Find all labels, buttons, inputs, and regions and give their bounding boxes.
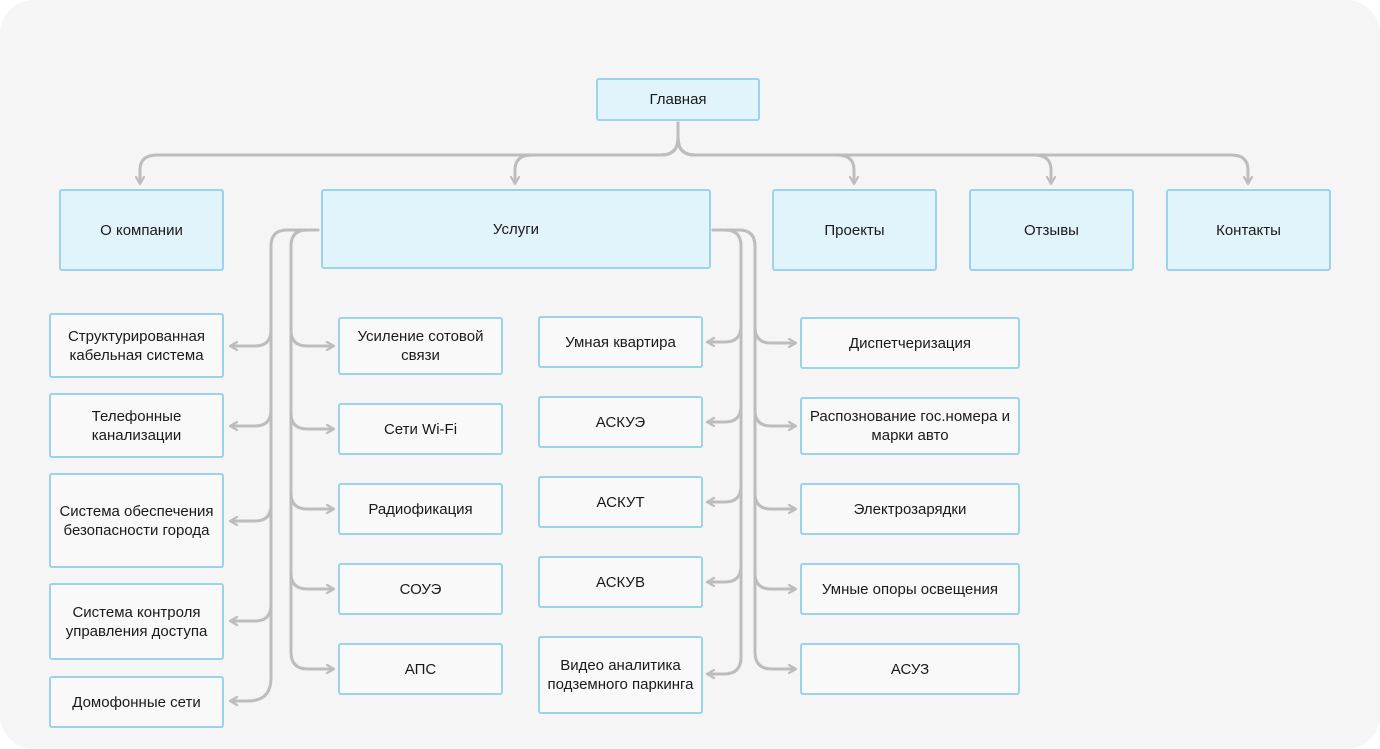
link-col4-3 [753,491,795,509]
node-service-col2-3[interactable]: Радиофикация [338,483,503,535]
link-col4-4 [753,571,795,589]
node-company[interactable]: О компании [59,189,224,271]
node-root[interactable]: Главная [596,78,760,121]
node-service-col1-5[interactable]: Домофонные сети [49,676,224,728]
node-service-col1-2[interactable]: Телефонные канализации [49,393,224,458]
link-col4-1 [753,325,795,343]
node-service-col2-5[interactable]: АПС [338,643,503,695]
link-col1-trunk [269,228,320,680]
node-service-col2-2[interactable]: Сети Wi-Fi [338,403,503,455]
link-root-contacts [676,121,1248,183]
node-contacts[interactable]: Контакты [1166,189,1331,271]
node-service-col4-3[interactable]: Электрозарядки [800,483,1020,535]
link-col4-trunk [711,228,757,654]
node-service-col4-4[interactable]: Умные опоры освещения [800,563,1020,615]
link-col2-2 [289,411,333,429]
node-service-col3-1[interactable]: Умная квартира [538,316,703,368]
link-col2-4 [289,571,333,589]
node-service-col2-4[interactable]: СОУЭ [338,563,503,615]
link-col1-3 [231,503,273,521]
link-col1-5 [231,676,273,701]
node-service-col3-5[interactable]: Видео аналитика подземного паркинга [538,636,703,714]
node-service-col1-3[interactable]: Система обеспечения безопасности города [49,473,224,568]
link-col4-2 [753,408,795,426]
link-col3-4 [708,564,743,582]
link-col1-2 [231,408,273,426]
link-root-services [515,121,680,183]
link-col2-5 [289,650,333,669]
link-col3-5 [708,655,743,674]
link-col3-3 [708,484,743,502]
link-col3-1 [708,324,743,342]
link-root-company [140,121,680,183]
link-col2-3 [289,491,333,509]
node-services[interactable]: Услуги [321,189,711,269]
node-service-col4-2[interactable]: Распознование гос.номера и марки авто [800,397,1020,455]
node-service-col3-2[interactable]: АСКУЭ [538,396,703,448]
node-service-col4-5[interactable]: АСУЗ [800,643,1020,695]
link-root-projects [676,121,854,183]
node-service-col1-1[interactable]: Структурированная кабельная система [49,313,224,378]
link-root-reviews [676,121,1051,183]
link-col1-1 [231,328,273,346]
link-col1-4 [231,603,273,621]
node-projects[interactable]: Проекты [772,189,937,271]
link-col3-trunk [711,228,743,659]
node-service-col4-1[interactable]: Диспетчеризация [800,317,1020,369]
node-service-col3-3[interactable]: АСКУТ [538,476,703,528]
node-service-col2-1[interactable]: Усиление сотовой связи [338,317,503,375]
node-service-col1-4[interactable]: Система контроля управления доступа [49,583,224,660]
node-service-col3-4[interactable]: АСКУВ [538,556,703,608]
link-col2-trunk [289,228,320,654]
link-col3-2 [708,404,743,422]
link-col4-5 [753,650,795,669]
link-col2-1 [289,328,333,346]
node-reviews[interactable]: Отзывы [969,189,1134,271]
